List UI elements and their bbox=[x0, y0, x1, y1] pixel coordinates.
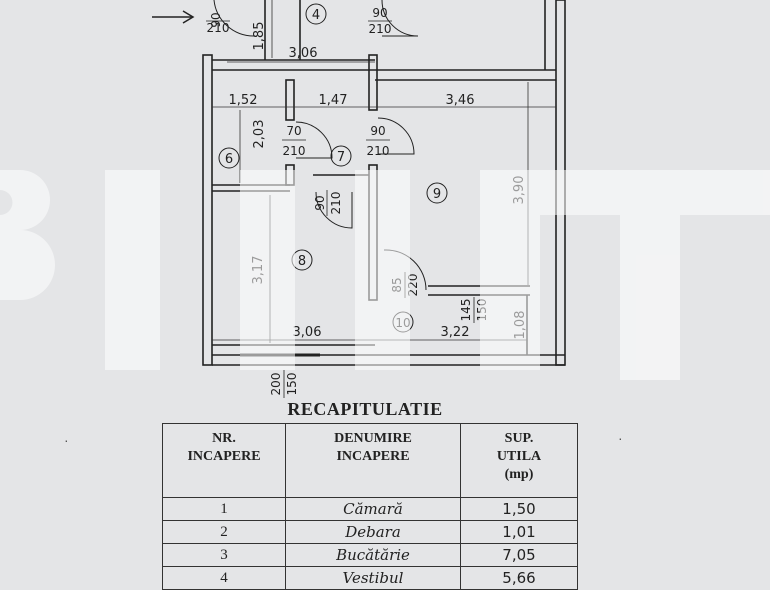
svg-text:220: 220 bbox=[406, 274, 420, 297]
room-9-label: 9 bbox=[426, 182, 448, 204]
dim-label: 2,03 bbox=[252, 120, 267, 149]
svg-text:210: 210 bbox=[283, 144, 306, 158]
row-nr: 3 bbox=[162, 543, 286, 567]
table-row: 1 Cămară 1,50 bbox=[162, 497, 578, 521]
row-area: 5,66 bbox=[460, 566, 578, 590]
row-name: Bucătărie bbox=[285, 543, 461, 567]
room-10-label: 10 bbox=[392, 311, 414, 333]
svg-text:90: 90 bbox=[209, 12, 223, 27]
svg-text:90: 90 bbox=[372, 6, 387, 20]
recap-title: RECAPITULATIE bbox=[287, 399, 443, 419]
dim-label: 1,85 bbox=[252, 22, 267, 51]
dim-label: 3,17 bbox=[251, 256, 266, 285]
dim-label: 3,06 bbox=[293, 325, 322, 340]
row-nr: 1 bbox=[162, 497, 286, 521]
svg-text:210: 210 bbox=[369, 22, 392, 36]
floor-plan: 4 6 7 8 9 10 1,85 3,06 1,52 1,47 3,46 2,… bbox=[152, 0, 566, 398]
door-label-bottom: 210 bbox=[207, 21, 230, 35]
svg-text:90: 90 bbox=[370, 124, 385, 138]
room-8-label: 8 bbox=[291, 249, 313, 271]
svg-text:200: 200 bbox=[269, 373, 283, 396]
dim-label: 1,47 bbox=[319, 93, 348, 108]
row-name: Cămară bbox=[285, 497, 461, 521]
entrance-arrow-icon bbox=[152, 10, 195, 24]
table-row: 2 Debara 1,01 bbox=[162, 520, 578, 544]
speck-mark: · bbox=[64, 432, 69, 448]
row-name: Debara bbox=[285, 520, 461, 544]
row-area: 7,05 bbox=[460, 543, 578, 567]
row-nr: 2 bbox=[162, 520, 286, 544]
row-area: 1,01 bbox=[460, 520, 578, 544]
svg-text:210: 210 bbox=[329, 192, 343, 215]
room-6-label: 6 bbox=[218, 147, 240, 169]
room-4-label: 4 bbox=[305, 3, 327, 25]
svg-text:85: 85 bbox=[390, 277, 404, 292]
row-area: 1,50 bbox=[460, 497, 578, 521]
svg-text:90: 90 bbox=[313, 195, 327, 210]
row-nr: 4 bbox=[162, 566, 286, 590]
row-name: Vestibul bbox=[285, 566, 461, 590]
dim-label: 3,06 bbox=[289, 46, 318, 61]
table-row: 4 Vestibul 5,66 bbox=[162, 566, 578, 590]
svg-text:4: 4 bbox=[312, 8, 320, 23]
dim-label: 1,52 bbox=[229, 93, 258, 108]
header-area: SUP.UTILA(mp) bbox=[460, 423, 578, 498]
dim-label: 3,22 bbox=[441, 325, 470, 340]
svg-text:10: 10 bbox=[395, 316, 410, 330]
door-label: 90 bbox=[209, 12, 223, 27]
svg-text:7: 7 bbox=[337, 150, 345, 165]
dim-label: 3,46 bbox=[446, 93, 475, 108]
svg-text:6: 6 bbox=[225, 152, 233, 167]
svg-text:150: 150 bbox=[475, 299, 489, 322]
door-swings bbox=[213, 0, 427, 291]
svg-text:210: 210 bbox=[367, 144, 390, 158]
header-nr: NR.INCAPERE bbox=[162, 423, 286, 498]
svg-text:70: 70 bbox=[286, 124, 301, 138]
svg-text:8: 8 bbox=[298, 254, 306, 269]
table-row: 3 Bucătărie 7,05 bbox=[162, 543, 578, 567]
walls bbox=[202, 0, 566, 366]
svg-text:9: 9 bbox=[433, 187, 441, 202]
speck-mark: · bbox=[618, 430, 623, 446]
dim-label: 3,90 bbox=[512, 176, 527, 205]
dim-label: 1,08 bbox=[513, 311, 528, 340]
svg-text:145: 145 bbox=[459, 299, 473, 322]
svg-text:150: 150 bbox=[285, 373, 299, 396]
room-7-label: 7 bbox=[330, 145, 352, 167]
